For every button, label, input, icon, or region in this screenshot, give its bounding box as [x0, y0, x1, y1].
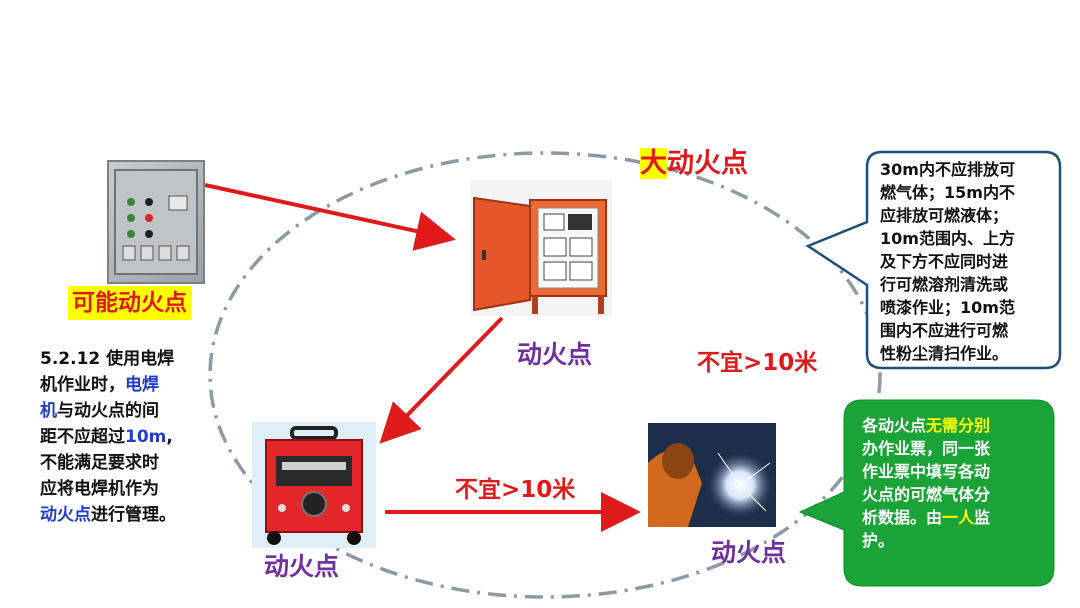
standard-note: 5.2.12 使用电焊 机作业时，电焊 机与动火点的间 距不应超过10m, 不能… [40, 346, 215, 528]
callout-line: 行可燃溶剂清洗或 [880, 275, 1009, 294]
green-callout-shape [798, 399, 1055, 587]
area-ellipse [208, 151, 882, 599]
callout-line: 性粉尘清扫作业。 [880, 344, 1009, 363]
callout-line: 30m内不应排放可 [880, 160, 1015, 179]
green-line: 护。 [862, 531, 895, 550]
welder-worker-icon [648, 423, 776, 527]
big-fire-point-prefix: 大 [640, 148, 667, 179]
green-text: 各动火点 [862, 416, 927, 435]
note-line: 机作业时，电焊 [40, 372, 215, 398]
welder-icon [265, 426, 363, 545]
distance-label-bottom: 不宜>10米 [455, 477, 576, 503]
note-emphasis: 10m [125, 427, 167, 447]
callout-line: 10m范围内、上方 [880, 229, 1015, 248]
note-line: 应将电焊机作为 [40, 479, 159, 499]
speech-callout-shape [805, 150, 1062, 370]
arrow-cabinet-to-welder [379, 316, 504, 444]
note-text: 机作业时， [40, 375, 125, 395]
electrical-cabinet-icon [473, 196, 607, 314]
note-text: 距不应超过 [40, 427, 125, 447]
green-callout-text: 各动火点无需分别 办作业票，同一张 作业票中填写各动 火点的可燃气体分 析数据。… [862, 414, 1048, 552]
green-emphasis: 一人 [942, 508, 975, 527]
note-emphasis: 电焊 [125, 375, 159, 395]
green-text: 析数据。由 [862, 508, 943, 527]
callout-line: 喷漆作业；10m范 [880, 298, 1015, 317]
control-box-icon [114, 169, 198, 275]
big-fire-point-title: 大动火点 [640, 146, 748, 182]
green-line: 作业票中填写各动 [862, 462, 991, 481]
note-line: 动火点进行管理。 [40, 502, 215, 528]
speech-callout-text: 30m内不应排放可 燃气体；15m内不 应排放可燃液体； 10m范围内、上方 及… [880, 158, 1056, 365]
arrow-box-to-cabinet [204, 183, 456, 251]
green-line: 析数据。由一人监 [862, 506, 1048, 529]
fire-point-label-right: 动火点 [711, 538, 787, 567]
possible-fire-point-label: 可能动火点 [68, 286, 191, 320]
callout-line: 燃气体；15m内不 [880, 183, 1015, 202]
green-line: 各动火点无需分别 [862, 414, 1048, 437]
note-emphasis: 机 [40, 401, 57, 421]
note-line: 5.2.12 使用电焊 [40, 349, 175, 369]
green-text: 监 [974, 508, 991, 527]
green-emphasis: 无需分别 [926, 416, 991, 435]
note-text: 进行管理。 [91, 505, 176, 525]
green-line: 办作业票，同一张 [862, 439, 991, 458]
welding-worker-image [648, 423, 776, 527]
callout-line: 及下方不应同时进 [880, 252, 1009, 271]
note-line: 机与动火点的间 [40, 398, 215, 424]
callout-line: 围内不应进行可燃 [880, 321, 1009, 340]
big-fire-point-rest: 动火点 [667, 148, 748, 179]
callout-line: 应排放可燃液体； [880, 206, 1009, 225]
note-text: 与动火点的间 [57, 401, 159, 421]
note-line: 距不应超过10m, [40, 424, 215, 450]
explosion-proof-box-image [107, 160, 205, 284]
distance-label-right: 不宜>10米 [697, 350, 818, 376]
note-text: , [166, 427, 173, 447]
green-line: 火点的可燃气体分 [862, 485, 991, 504]
fire-point-label-left: 动火点 [264, 552, 340, 581]
note-line: 不能满足要求时 [40, 453, 159, 473]
distribution-cabinet-image [470, 180, 612, 316]
fire-point-label-top: 动火点 [517, 340, 593, 369]
welding-machine-image [252, 422, 376, 548]
note-emphasis: 动火点 [40, 505, 91, 525]
